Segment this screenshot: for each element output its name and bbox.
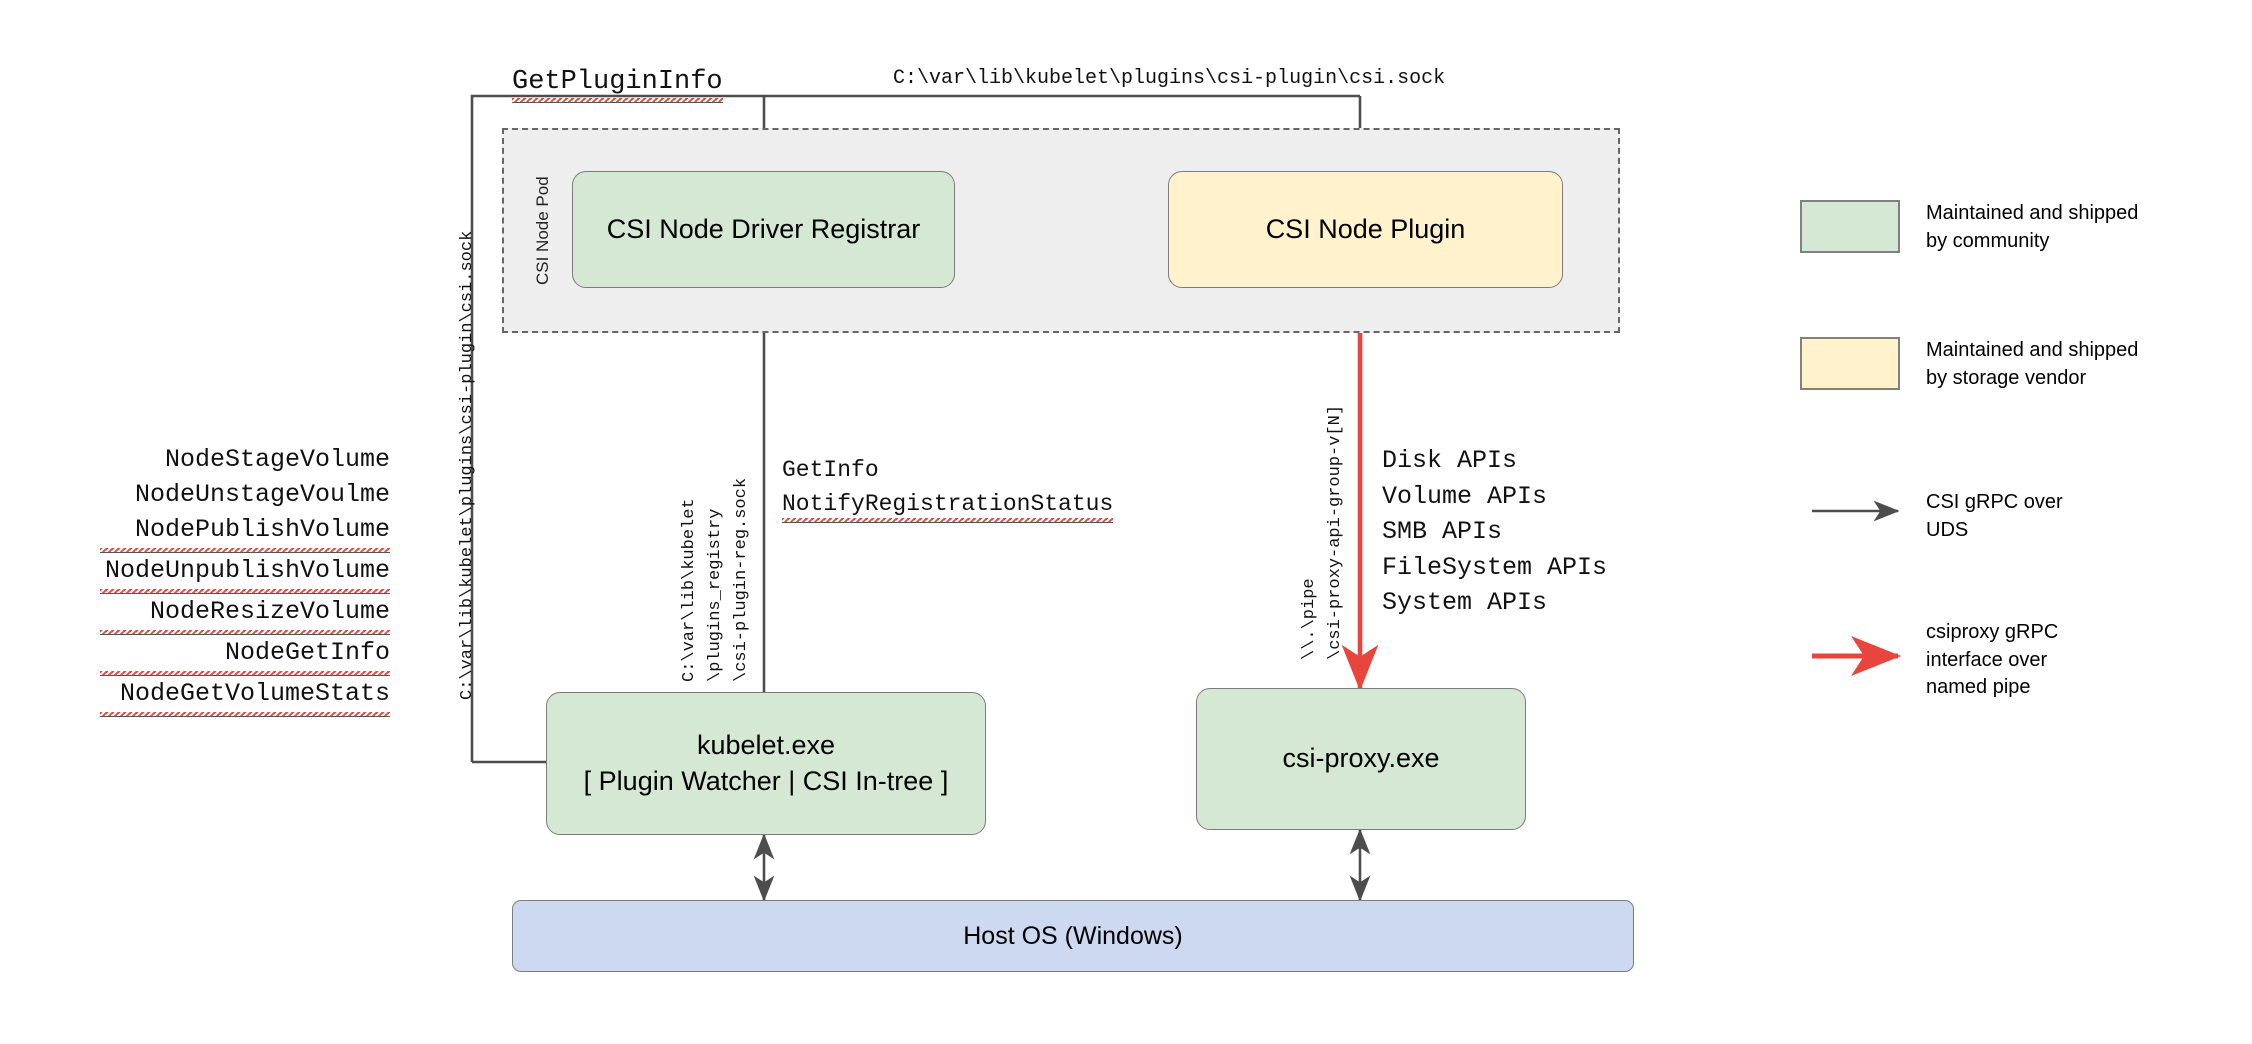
legend-line: csiproxy gRPC	[1926, 621, 2059, 643]
proxy-api-list: Disk APIs Volume APIs SMB APIs FileSyste…	[1382, 443, 1607, 621]
proxy-api-item: SMB APIs	[1382, 517, 1503, 546]
node-host-os[interactable]: Host OS (Windows)	[512, 900, 1634, 972]
node-csi-proxy-exe[interactable]: csi-proxy.exe	[1196, 688, 1526, 830]
legend-line: by community	[1926, 229, 2050, 252]
proxy-api-item: FileSystem APIs	[1382, 552, 1608, 582]
legend-swatch-community	[1800, 200, 1900, 253]
label-named-pipe-line-1: \\.\pipe	[1300, 578, 1319, 660]
proxy-api-item: System APIs	[1382, 588, 1548, 617]
node-label: Host OS (Windows)	[963, 921, 1183, 950]
legend-line: Maintained and shipped	[1926, 339, 2139, 361]
node-kubelet-exe[interactable]: kubelet.exe [ Plugin Watcher | CSI In-tr…	[546, 692, 986, 835]
node-label: csi-proxy.exe	[1282, 743, 1440, 774]
label-named-pipe-line-2: \csi-proxy-api-group-v[N]	[1326, 404, 1345, 660]
legend-swatch-storage-vendor	[1800, 337, 1900, 390]
legend-label-csi-grpc-uds: CSI gRPC over UDS	[1926, 489, 2206, 544]
label-csi-sock-path-top: C:\var\lib\kubelet\plugins\csi-plugin\cs…	[893, 67, 1446, 90]
node-label: CSI Node Driver Registrar	[606, 213, 921, 244]
node-api-item: NodeResizeVolume	[100, 594, 390, 635]
legend-line: UDS	[1926, 518, 1969, 541]
proxy-api-item: Volume APIs	[1382, 481, 1548, 511]
node-csi-node-driver-registrar[interactable]: CSI Node Driver Registrar	[572, 171, 955, 288]
csi-node-pod-label: CSI Node Pod	[533, 176, 552, 285]
node-api-item: NodePublishVolume	[100, 512, 390, 553]
label-registry-path-line-1: C:\var\lib\kubelet	[680, 498, 699, 682]
proxy-api-item: Disk APIs	[1382, 446, 1518, 475]
node-api-item: NodeGetVolumeStats	[100, 676, 390, 717]
label-registry-path-line-2: \plugins_registry	[706, 508, 725, 682]
node-label: CSI Node Plugin	[1265, 213, 1466, 244]
label-notifyregistrationstatus: NotifyRegistrationStatus	[782, 491, 1114, 523]
kubelet-line-1: kubelet.exe	[696, 729, 836, 760]
label-getplugininfo: GetPluginInfo	[512, 67, 723, 103]
label-registry-path-line-3: \csi-plugin-reg.sock	[732, 477, 751, 682]
label-csi-sock-path-vertical: C:\var\lib\kubelet\plugins\csi-plugin\cs…	[458, 230, 477, 700]
node-api-list: NodeStageVolume NodeUnstageVoulme NodePu…	[100, 442, 390, 717]
legend-label-csiproxy-named-pipe: csiproxy gRPC interface over named pipe	[1926, 619, 2206, 702]
legend-line: CSI gRPC over	[1926, 491, 2063, 513]
legend-line: Maintained and shipped	[1926, 202, 2139, 224]
node-csi-node-plugin[interactable]: CSI Node Plugin	[1168, 171, 1563, 288]
legend-line: named pipe	[1926, 676, 2031, 699]
legend-line: by storage vendor	[1926, 366, 2087, 389]
label-getinfo: GetInfo	[782, 457, 879, 483]
legend-label-storage-vendor: Maintained and shipped by storage vendor	[1926, 337, 2206, 392]
legend-label-community: Maintained and shipped by community	[1926, 200, 2206, 255]
node-api-item: NodeStageVolume	[164, 445, 390, 474]
kubelet-line-2: [ Plugin Watcher | CSI In-tree ]	[583, 765, 949, 796]
node-api-item: NodeGetInfo	[100, 635, 390, 676]
legend-line: interface over	[1926, 648, 2048, 671]
node-api-item: NodeUnstageVoulme	[134, 480, 390, 509]
node-api-item: NodeUnpublishVolume	[100, 553, 390, 594]
